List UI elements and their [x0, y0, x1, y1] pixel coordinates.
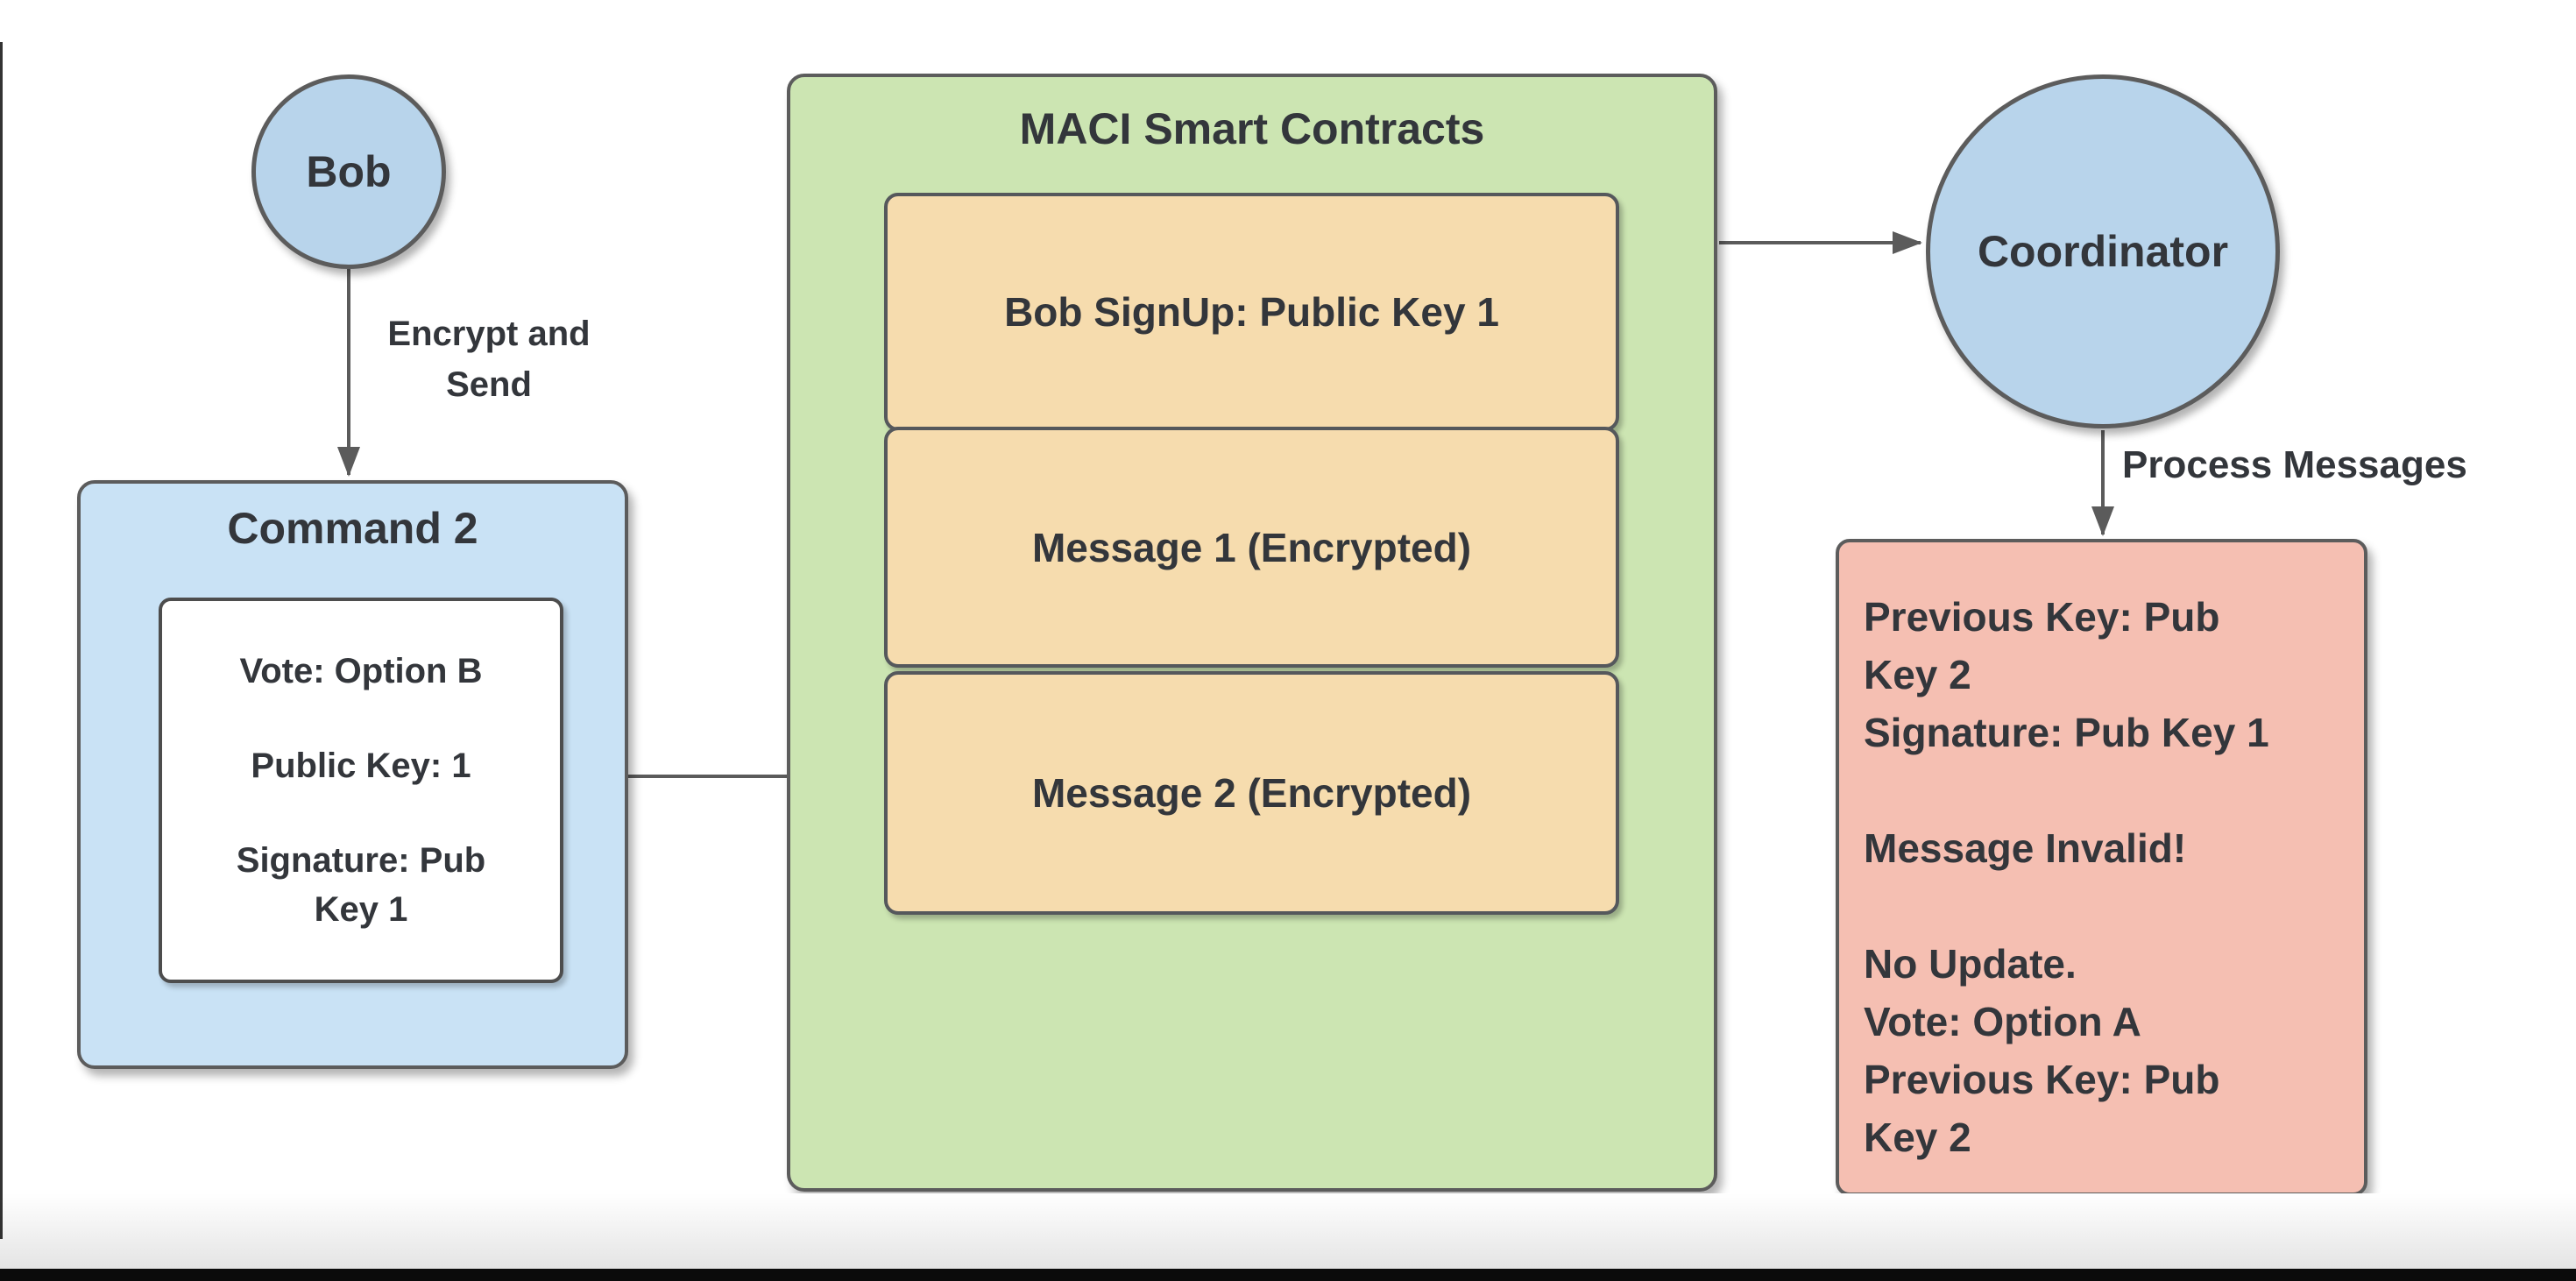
result-line-blank — [1864, 877, 2339, 935]
coordinator-actor-circle: Coordinator — [1926, 74, 2280, 428]
bob-label: Bob — [306, 147, 392, 196]
signup-entry-box: Bob SignUp: Public Key 1 — [884, 193, 1619, 431]
result-line-blank — [1864, 761, 2339, 819]
left-screen-edge-line — [0, 42, 3, 1239]
process-result-box: Previous Key: Pub Key 2 Signature: Pub K… — [1836, 539, 2367, 1196]
public-key-field: Public Key: 1 — [251, 747, 471, 785]
result-line: Signature: Pub Key 1 — [1864, 710, 2269, 755]
command2-box: Command 2 Vote: Option B Public Key: 1 S… — [77, 480, 628, 1069]
result-line: Previous Key: Pub — [1864, 594, 2220, 640]
maci-smart-contracts-title: MACI Smart Contracts — [1019, 104, 1485, 153]
result-line: No Update. — [1864, 941, 2077, 987]
result-line: Previous Key: Pub — [1864, 1057, 2220, 1102]
encrypt-and-send-label: Encrypt and Send — [387, 315, 591, 404]
result-line: Message Invalid! — [1864, 825, 2187, 871]
bottom-black-bar — [0, 1269, 2576, 1281]
message2-entry-box: Message 2 (Encrypted) — [884, 671, 1619, 915]
maci-smart-contracts-box: MACI Smart Contracts Bob SignUp: Public … — [787, 74, 1717, 1192]
process-messages-label: Process Messages — [2122, 443, 2467, 486]
coordinator-label: Coordinator — [1977, 227, 2229, 276]
message1-entry-box: Message 1 (Encrypted) — [884, 427, 1619, 668]
signature-field: Signature: Pub Key 1 — [236, 841, 486, 929]
result-line: Vote: Option A — [1864, 999, 2141, 1044]
result-line: Key 2 — [1864, 1115, 1971, 1160]
bob-actor-circle: Bob — [251, 74, 446, 269]
bottom-gradient-band — [0, 1193, 2576, 1269]
vote-field: Vote: Option B — [239, 652, 483, 690]
command2-payload-box: Vote: Option B Public Key: 1 Signature: … — [159, 598, 563, 983]
command2-title: Command 2 — [227, 504, 478, 553]
result-line: Key 2 — [1864, 652, 1971, 697]
